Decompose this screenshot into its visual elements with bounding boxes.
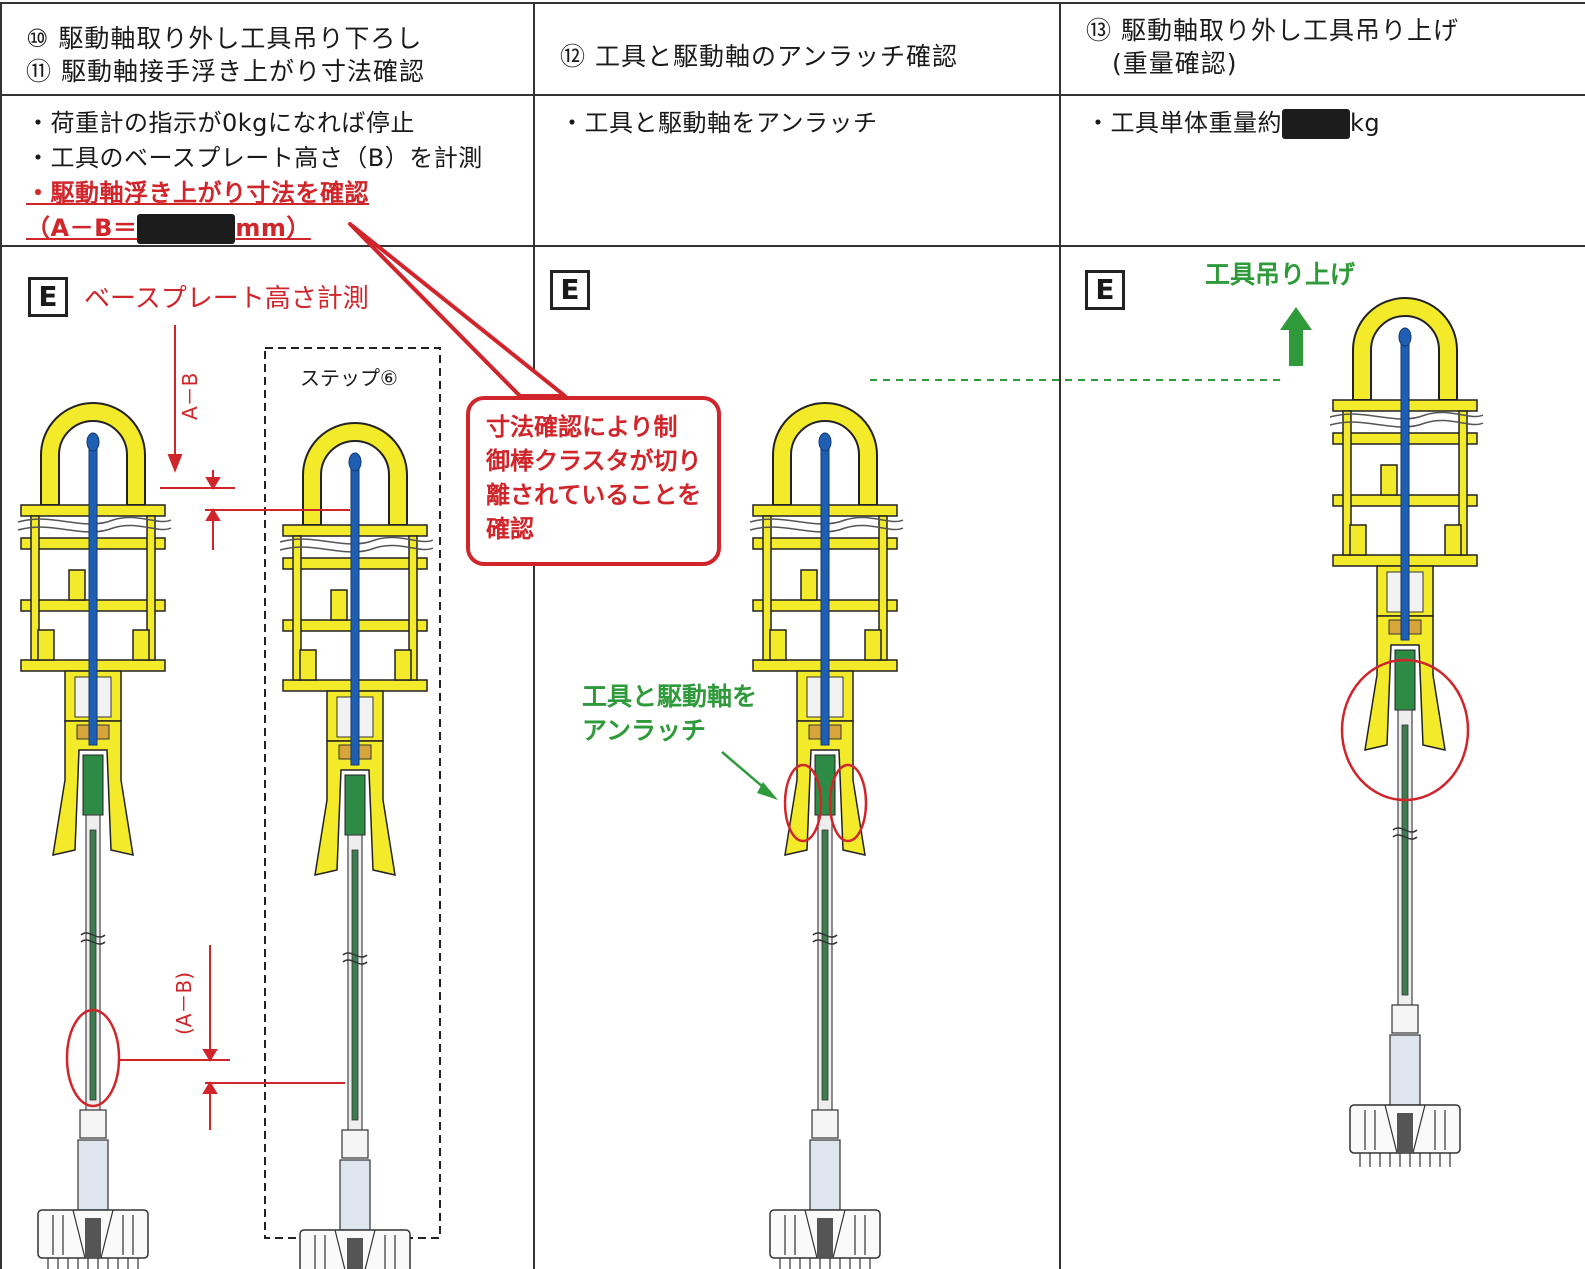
column-2-header: ⑫ 工具と駆動軸のアンラッチ確認 [536,4,1058,94]
highlight-ellipse-3 [1340,658,1470,802]
lift-arrow [1280,307,1312,366]
highlight-ellipse-2a [783,763,823,843]
dimension-lines [118,325,350,1130]
column-1-desc-formula: （A－B＝ mm） [26,211,532,246]
column-3-header-line-1: ⑬ 駆動軸取り外し工具吊り上げ [1086,16,1459,45]
tool-diagram-step6 [279,422,434,1269]
tool-diagram-3 [1329,297,1484,1168]
callout-box: 寸法確認により制 御棒クラスタが切り 離されていることを 確認 [466,396,721,566]
column-2-header-line-1: ⑫ 工具と駆動軸のアンラッチ確認 [560,42,958,71]
column-3-desc-line: ・工具単体重量約 kg [1086,106,1584,141]
e-label-3: E [1085,270,1125,310]
callout-line-3: 離されていることを [486,481,702,509]
highlight-ellipse-2b [828,763,868,843]
desc-prefix: ・工具単体重量約 [1086,109,1282,137]
column-1-header-line-2: ⑪ 駆動軸接手浮き上がり寸法確認 [26,57,425,86]
column-1-header: ⑩ 駆動軸取り外し工具吊り下ろし ⑪ 駆動軸接手浮き上がり寸法確認 [2,4,532,94]
unlatch-label-line-1: 工具と駆動軸を [582,682,758,711]
column-2-description: ・工具と駆動軸をアンラッチ [536,96,1058,246]
tool-diagram-2 [749,402,904,1269]
column-3-description: ・工具単体重量約 kg [1062,96,1584,246]
desc-suffix: kg [1350,109,1381,137]
formula-prefix: （A－B＝ [26,214,138,242]
unlatch-label-line-2: アンラッチ [582,716,707,745]
tool-diagram-1 [17,402,172,1269]
dimension-label-top: A－B [178,372,202,420]
e-label-1: E [28,277,68,317]
dimension-label-bottom: (A－B) [172,971,196,1035]
column-1-desc-line-2: ・工具のベースプレート高さ（B）を計測 [26,144,483,172]
formula-suffix: mm） [235,214,311,242]
unlatch-label: 工具と駆動軸を アンラッチ [582,680,757,748]
base-plate-annotation: ベースプレート高さ計測 [84,284,369,314]
column-1-header-line-1: ⑩ 駆動軸取り外し工具吊り下ろし [26,24,423,53]
column-1-desc-line-1: ・荷重計の指示が0kgになれば停止 [26,109,415,137]
callout-line-1: 寸法確認により制 [486,413,678,441]
column-3-header: ⑬ 駆動軸取り外し工具吊り上げ (重量確認) [1062,4,1584,94]
column-1-description: ・荷重計の指示が0kgになれば停止 ・工具のベースプレート高さ（B）を計測 ・駆… [2,96,532,246]
column-3-header-line-2: (重量確認) [1086,49,1238,78]
column-1-desc-red-line: ・駆動軸浮き上がり寸法を確認 [26,179,369,207]
callout-line-2: 御棒クラスタが切り [486,447,702,475]
redacted-weight [1282,109,1350,139]
column-2-desc-line-1: ・工具と駆動軸をアンラッチ [560,109,878,137]
e-label-2: E [550,270,590,310]
callout-line-4: 確認 [486,515,534,543]
redacted-value [137,214,236,244]
step-6-label: ステップ⑥ [300,366,398,390]
step-6-dashed-box [264,347,441,1239]
highlight-ellipse-1 [65,1008,121,1108]
lift-label: 工具吊り上げ [1205,260,1356,289]
green-arrow-pointer [721,751,778,800]
